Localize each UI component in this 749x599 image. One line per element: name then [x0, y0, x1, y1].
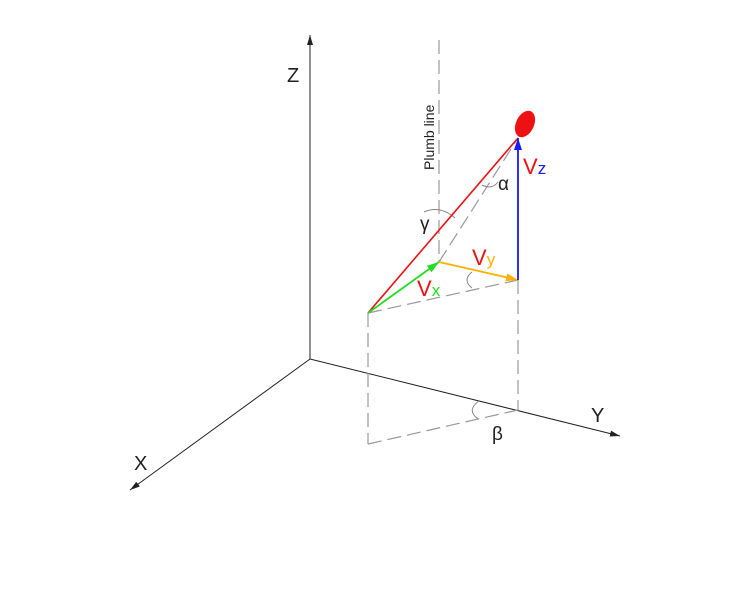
plumb-bob	[514, 110, 536, 138]
vy-arc	[466, 271, 473, 289]
projection-line-xy	[367, 279, 519, 314]
gamma-arc	[423, 209, 456, 219]
ground-projection-line	[367, 409, 519, 445]
projection-line-alpha	[438, 137, 519, 263]
vy-vector	[438, 261, 519, 282]
alpha-label: α	[498, 174, 509, 195]
plumb-line-label: Plumb line	[421, 104, 437, 170]
vx-vector	[367, 261, 440, 314]
beta-arc	[471, 400, 480, 420]
beta-label: β	[492, 424, 503, 445]
resultant-vector	[367, 137, 519, 314]
vz-label: Vz	[523, 154, 546, 179]
vy-label: Vy	[472, 245, 496, 270]
x-axis	[129, 358, 311, 491]
y-axis-label: Y	[591, 405, 604, 427]
vx-label: Vx	[417, 276, 441, 301]
gamma-label: γ	[420, 214, 430, 235]
z-axis-label: Z	[287, 65, 299, 87]
x-axis-label: X	[134, 453, 147, 475]
alpha-arc	[481, 181, 499, 188]
y-axis	[309, 358, 621, 437]
